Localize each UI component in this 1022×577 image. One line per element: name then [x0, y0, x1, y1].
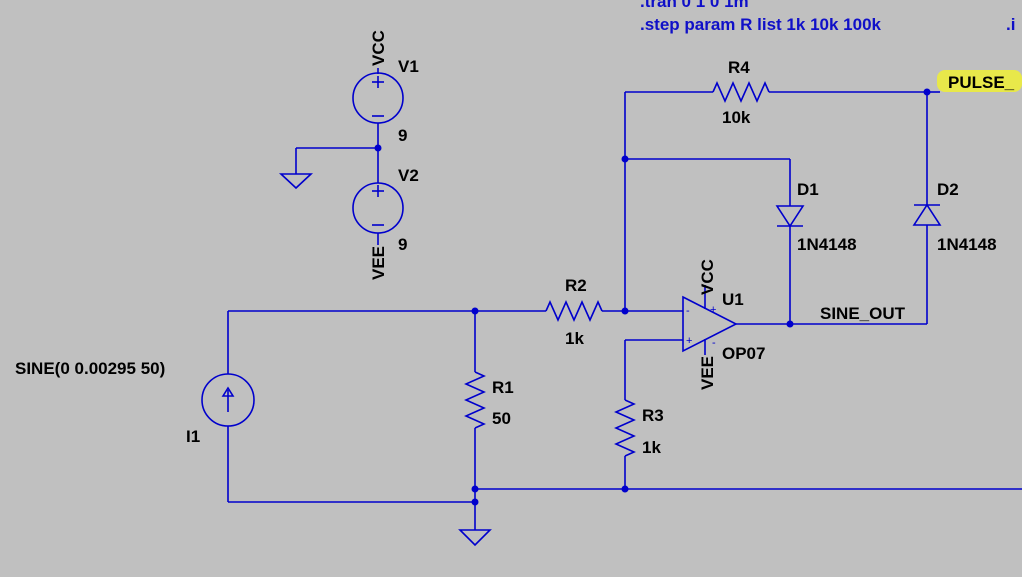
v2-net-label: VEE [369, 246, 388, 280]
tran-directive[interactable]: .tran 0 1 0 1m [640, 0, 749, 11]
r2-name: R2 [565, 276, 587, 295]
step-directive[interactable]: .step param R list 1k 10k 100k [640, 15, 882, 34]
v1-net-label: VCC [369, 30, 388, 66]
ground-symbol [278, 173, 314, 190]
r4-value: 10k [722, 108, 751, 127]
i1-value: SINE(0 0.00295 50) [15, 359, 165, 378]
opamp-u1[interactable] [625, 285, 738, 355]
opamp-vee-label: VEE [698, 356, 717, 390]
d1-model: 1N4148 [797, 235, 857, 254]
current-source-i1[interactable] [201, 311, 255, 502]
r1-value: 50 [492, 409, 511, 428]
v2-name: V2 [398, 166, 419, 185]
r2-value: 1k [565, 329, 584, 348]
v1-value: 9 [398, 126, 407, 145]
diode-d2[interactable] [912, 92, 942, 324]
junction-dot [621, 485, 629, 493]
net-label-highlight [937, 70, 1022, 92]
opamp-plus-pin: + [686, 335, 692, 347]
resistor-r1[interactable] [464, 311, 486, 489]
v1-name: V1 [398, 57, 419, 76]
d2-name: D2 [937, 180, 959, 199]
i1-name: I1 [186, 427, 200, 446]
v2-value: 9 [398, 235, 407, 254]
junction-dot [471, 498, 479, 506]
r3-name: R3 [642, 406, 664, 425]
opamp-name: U1 [722, 290, 744, 309]
d1-name: D1 [797, 180, 819, 199]
opamp-vcc-label: VCC [698, 259, 717, 295]
partial-directive[interactable]: .i [1006, 15, 1015, 34]
opamp-vee-pin: - [712, 337, 716, 349]
r4-name: R4 [728, 58, 750, 77]
ground-symbol [458, 529, 492, 547]
opamp-minus-pin: - [686, 305, 690, 317]
diode-d1[interactable] [775, 159, 805, 324]
d2-model: 1N4148 [937, 235, 997, 254]
resistor-r4[interactable] [625, 81, 927, 103]
pulse-net-label[interactable]: PULSE_ [948, 73, 1015, 92]
junction-dot [786, 320, 794, 328]
voltage-source-v2[interactable] [352, 148, 404, 245]
resistor-r2[interactable] [545, 300, 683, 322]
r1-name: R1 [492, 378, 514, 397]
junction-dot [471, 485, 479, 493]
sine-out-net-label[interactable]: SINE_OUT [820, 304, 906, 323]
opamp-model: OP07 [722, 344, 765, 363]
voltage-source-v1[interactable] [352, 68, 404, 148]
opamp-vcc-pin: + [710, 304, 716, 316]
r3-value: 1k [642, 438, 661, 457]
resistor-r3[interactable] [614, 340, 636, 489]
